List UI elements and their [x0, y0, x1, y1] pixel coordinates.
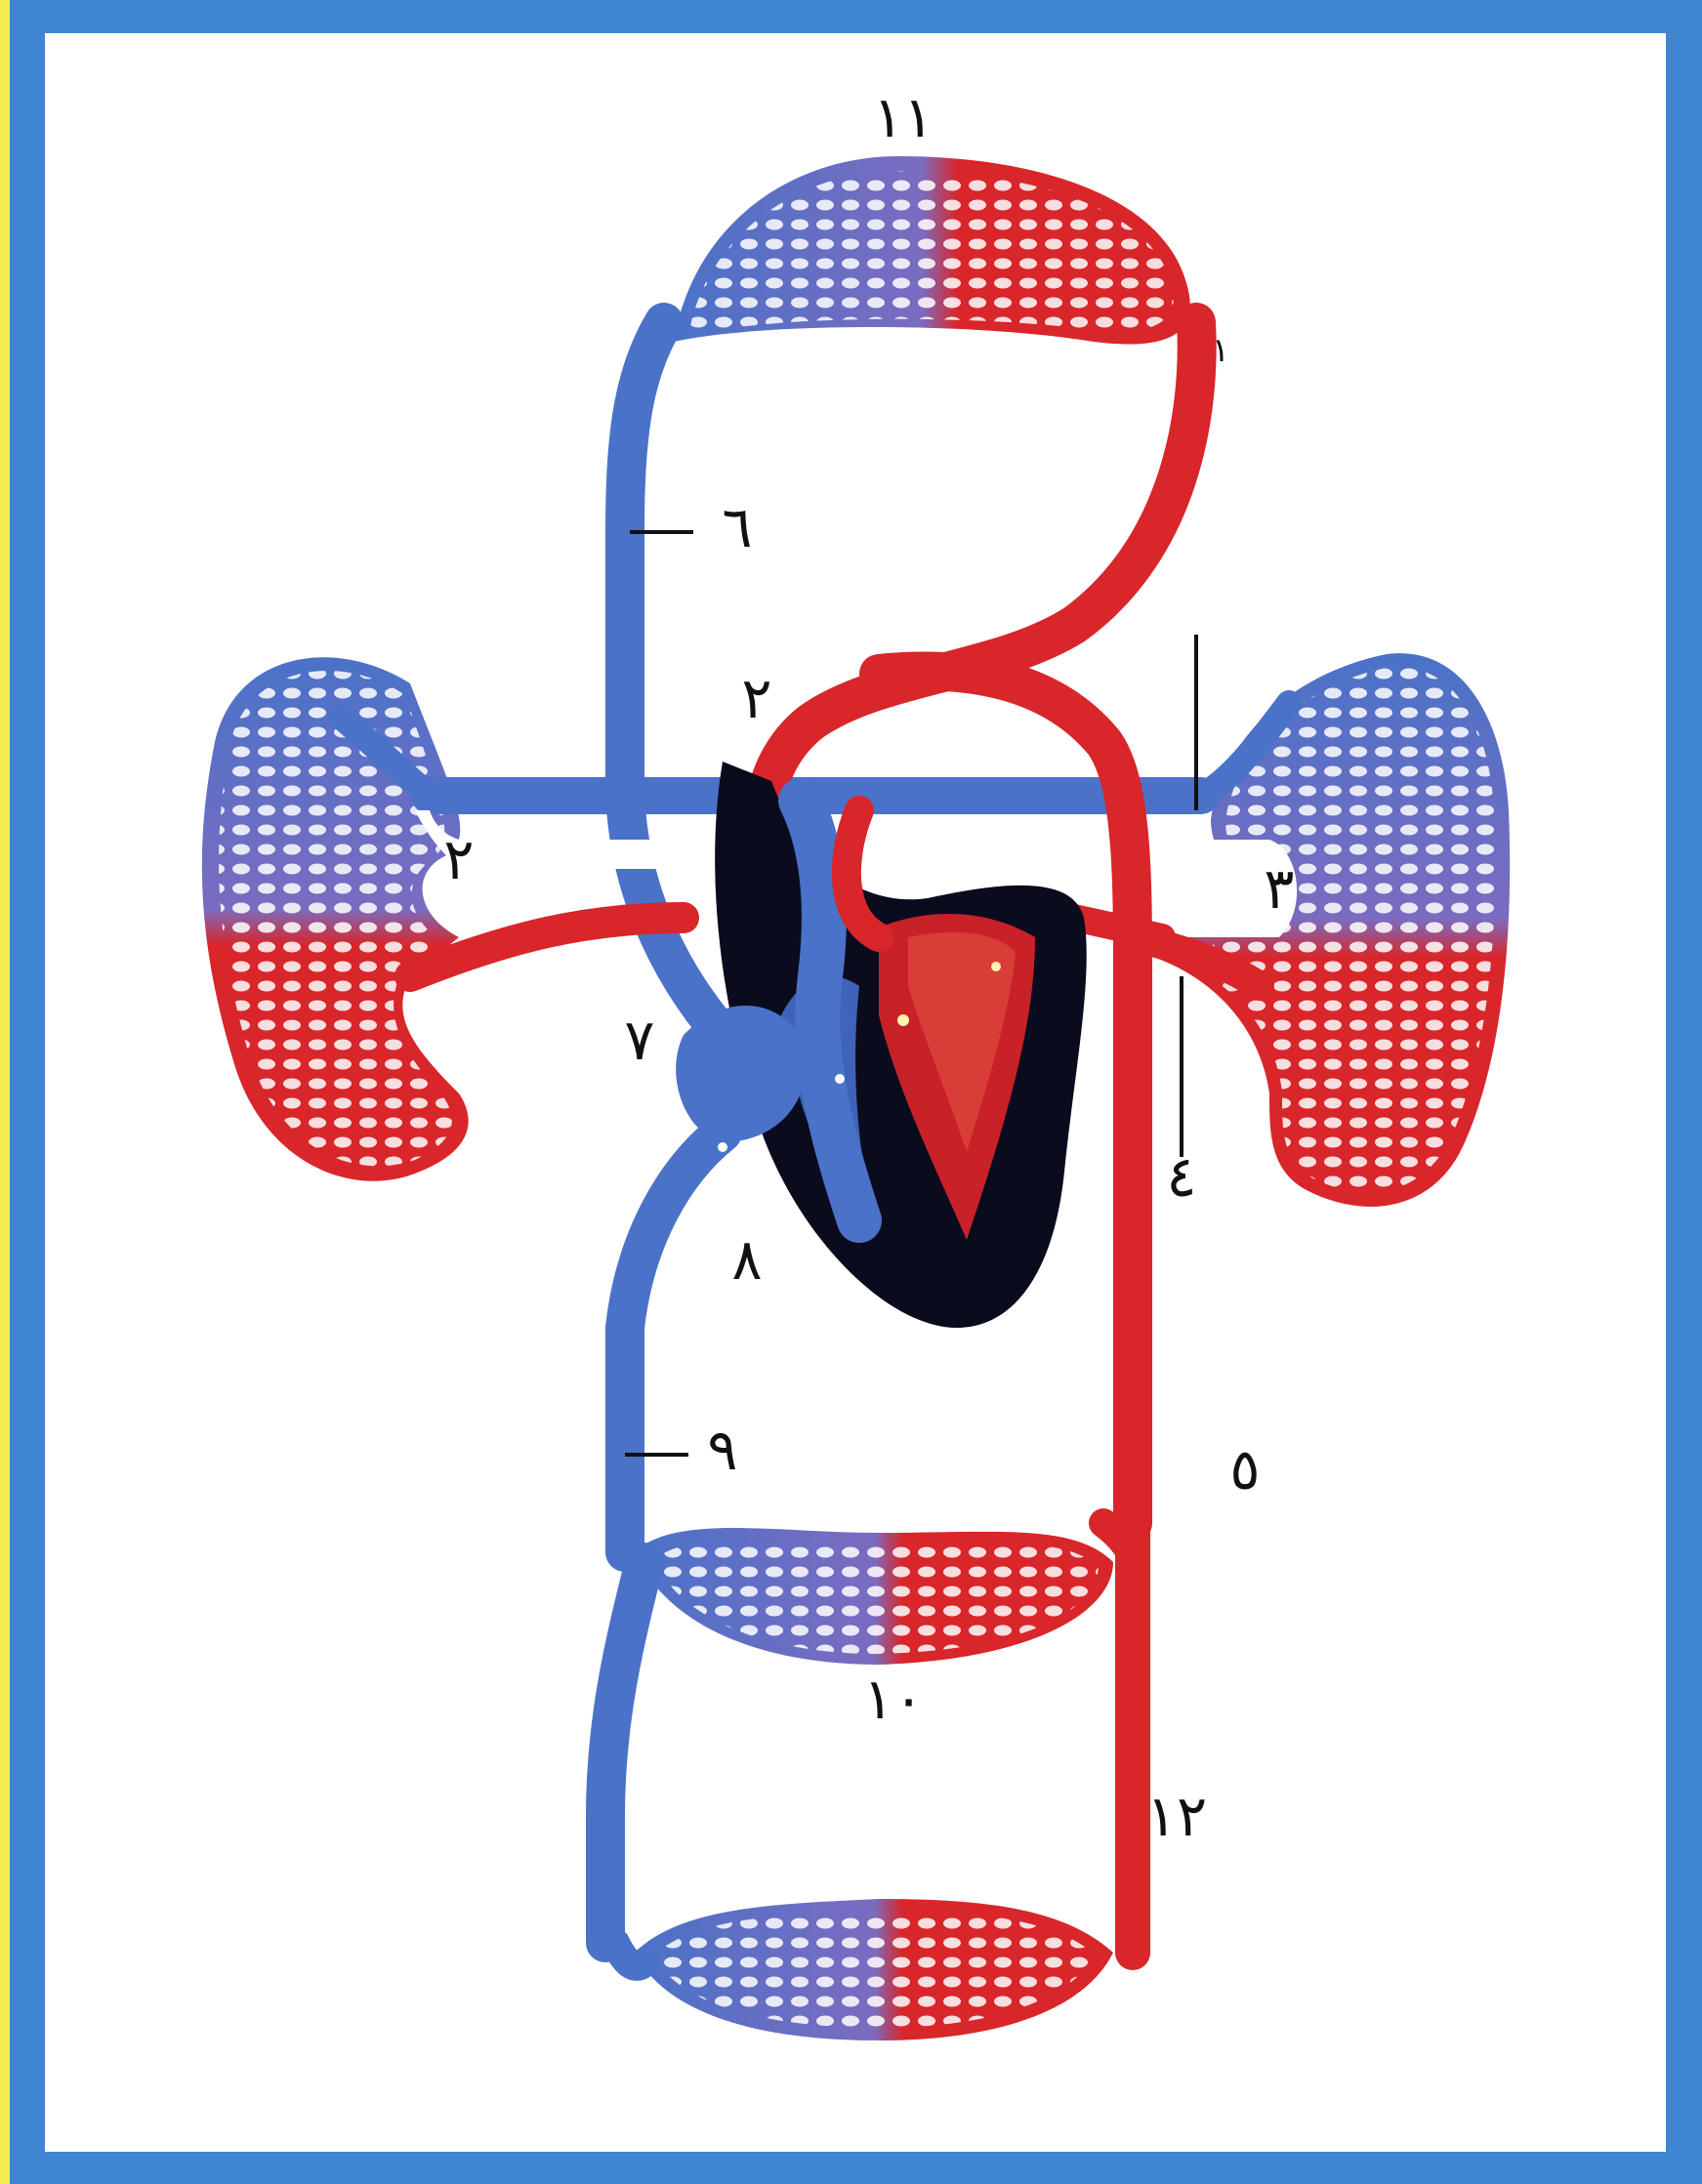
label-12: ١٢: [1146, 1783, 1207, 1849]
capillary-bed-head: [674, 156, 1190, 345]
label-8: ٨: [731, 1226, 762, 1293]
label-4: ٤: [1166, 1143, 1196, 1210]
label-7: ٧: [624, 1007, 654, 1073]
label-6: ٦: [722, 494, 752, 560]
label-10: ١٠: [863, 1666, 924, 1732]
label-1: ١: [1212, 331, 1229, 370]
label-5: ٥: [1229, 1436, 1260, 1503]
capillary-bed-body-lower: [635, 1899, 1113, 2040]
label-3: ٣: [1264, 855, 1294, 922]
label-11: ١١: [873, 84, 934, 150]
label-2: ٢: [741, 665, 771, 731]
label-2-left-lung: ٢: [443, 826, 474, 892]
capillary-bed-body-middle: [635, 1528, 1113, 1665]
label-9: ٩: [707, 1417, 737, 1483]
capillary-bed-left-lung: [202, 657, 469, 1181]
